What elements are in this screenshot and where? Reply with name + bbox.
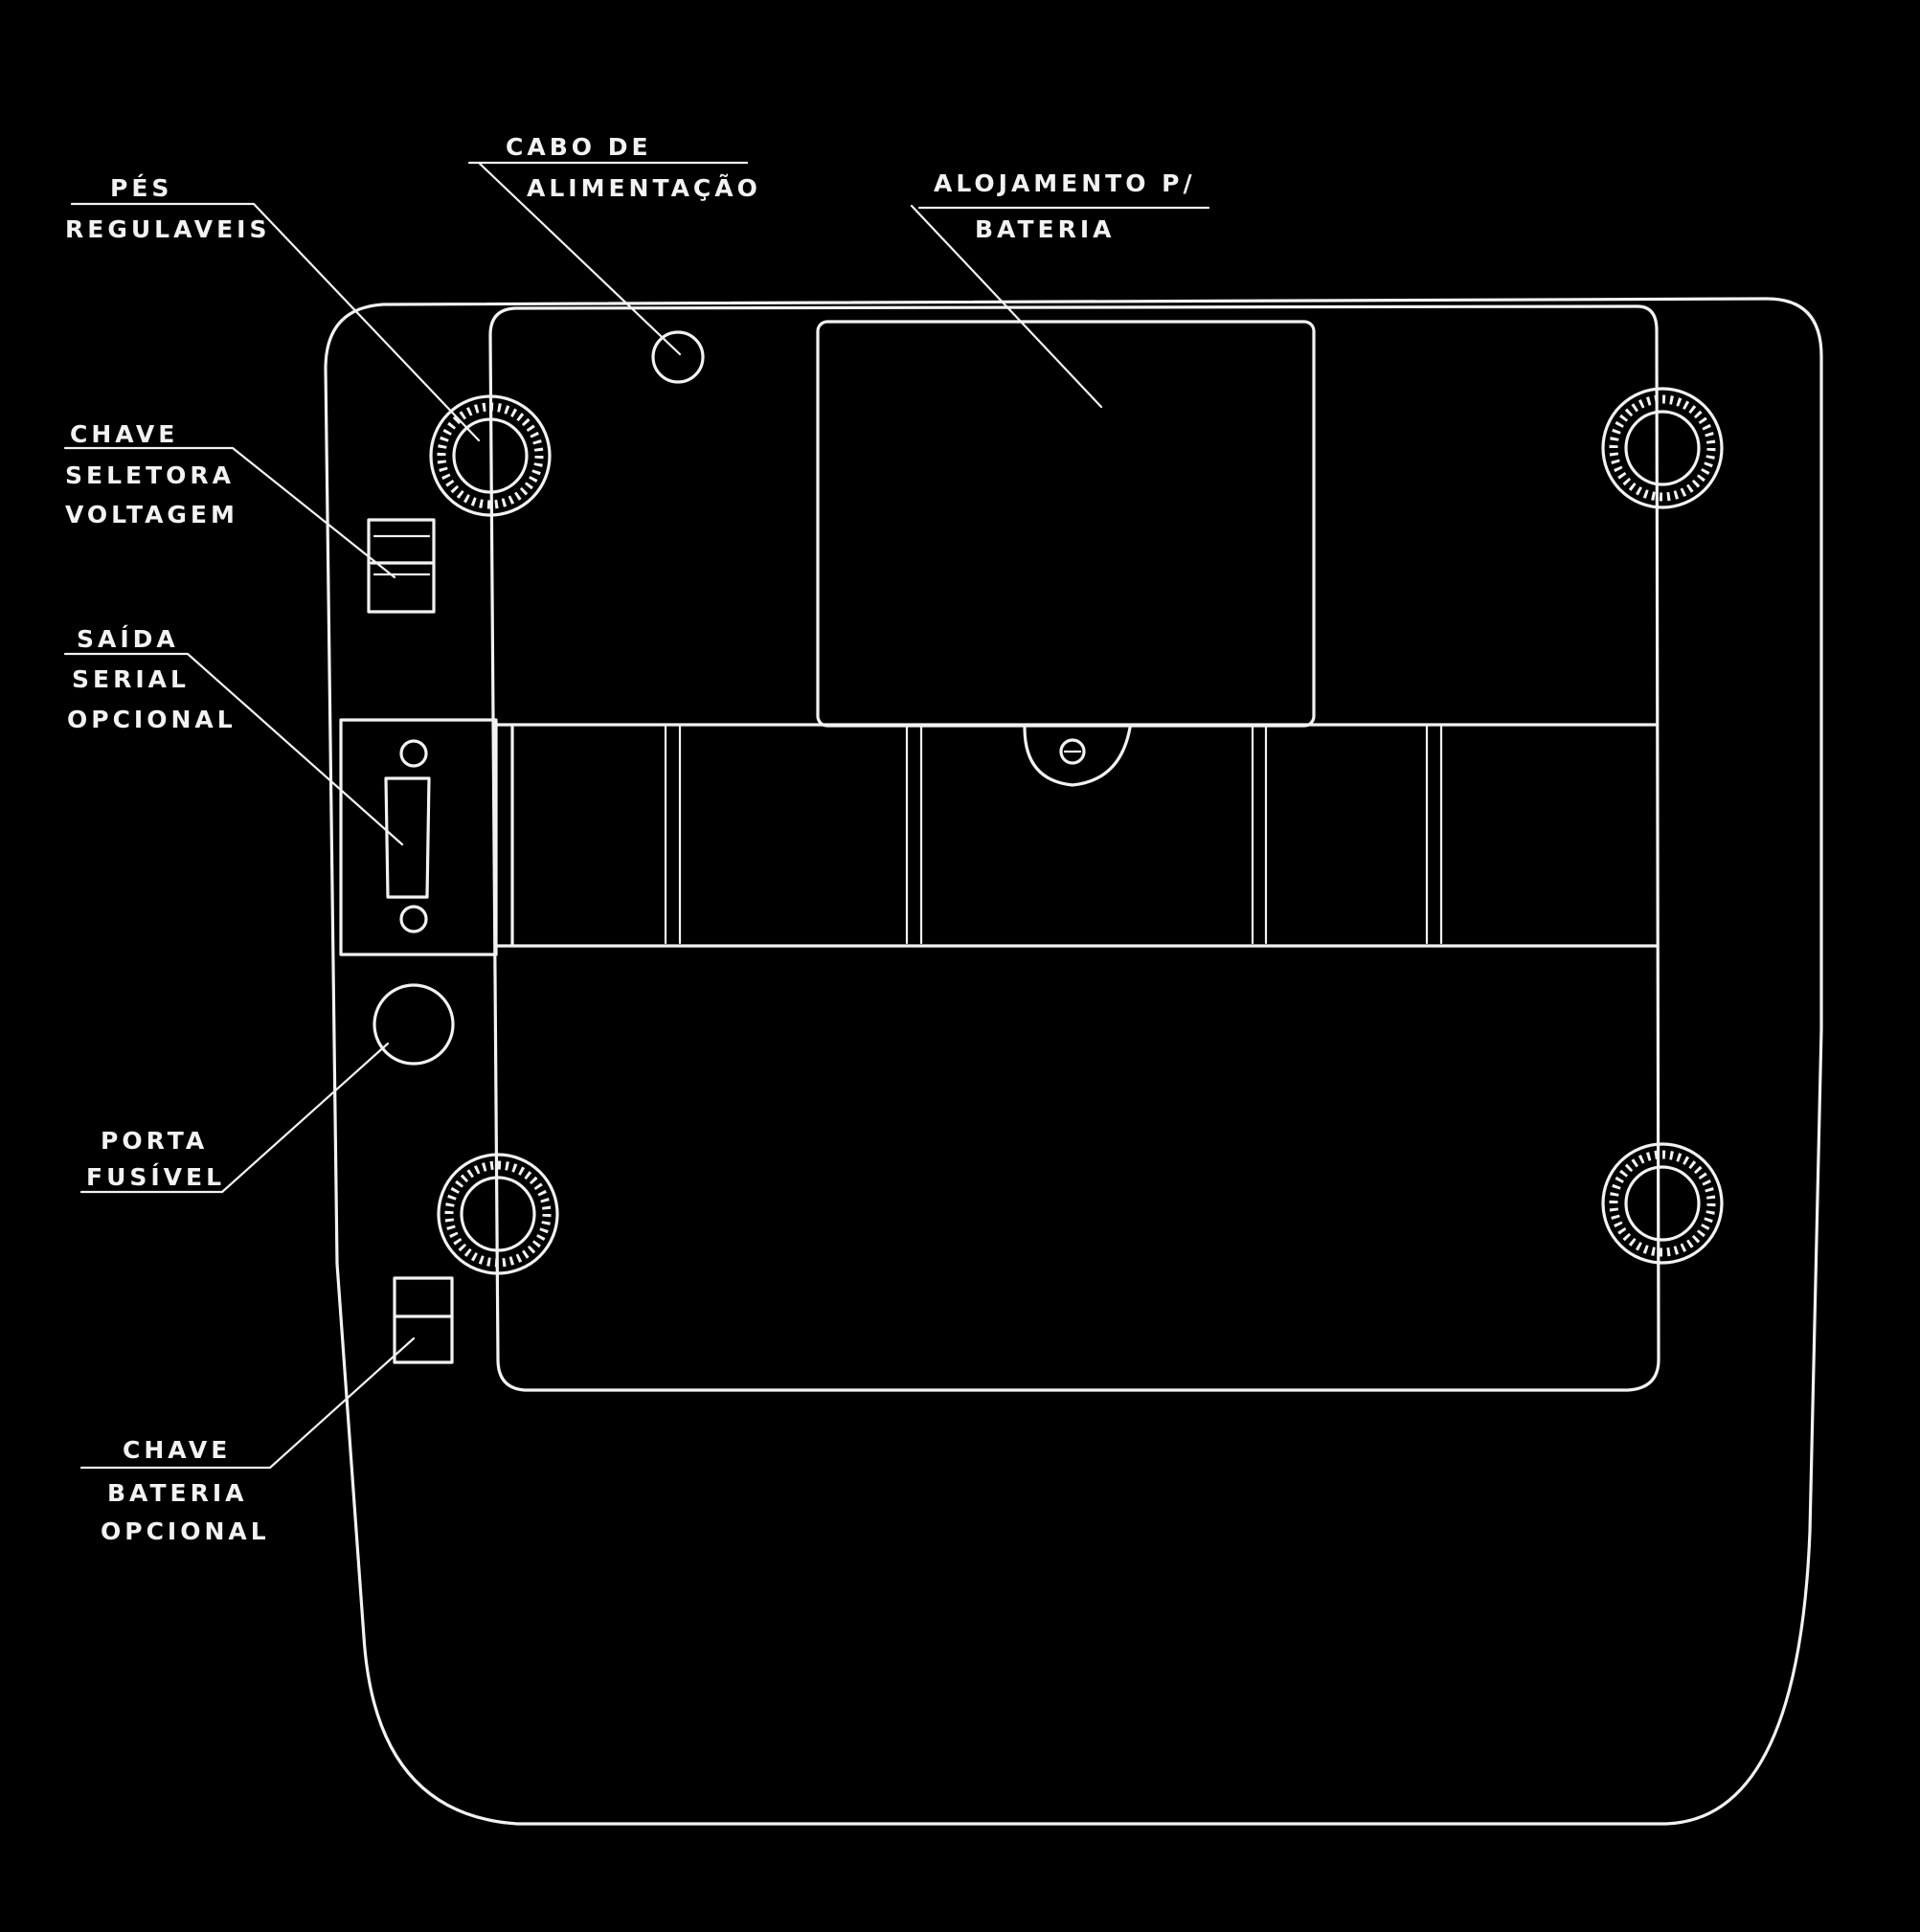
svg-text:BATERIA: BATERIA xyxy=(107,1479,248,1507)
svg-text:OPCIONAL: OPCIONAL xyxy=(67,706,237,733)
label-cabo-alimentacao: CABO DE ALIMENTAÇÃO xyxy=(506,133,761,202)
label-chave-bateria: CHAVE BATERIA OPCIONAL xyxy=(101,1436,270,1545)
svg-text:ALIMENTAÇÃO: ALIMENTAÇÃO xyxy=(527,174,761,202)
svg-text:BATERIA: BATERIA xyxy=(975,215,1116,243)
svg-text:PORTA: PORTA xyxy=(101,1127,208,1155)
svg-text:SELETORA: SELETORA xyxy=(65,461,235,489)
power-cable-grommet xyxy=(651,330,705,384)
adjustable-foot-bottom-right xyxy=(1601,1142,1724,1265)
battery-lid-latch xyxy=(1023,726,1132,787)
svg-text:OPCIONAL: OPCIONAL xyxy=(101,1517,270,1545)
inner-panel xyxy=(488,304,1660,1392)
leader-lines xyxy=(63,161,1210,1470)
serial-port-connector xyxy=(384,739,431,933)
adjustable-foot-top-right xyxy=(1601,387,1724,509)
label-chave-seletora: CHAVE SELETORA VOLTAGEM xyxy=(65,420,238,528)
battery-switch xyxy=(393,1276,454,1364)
svg-text:ALOJAMENTO P/: ALOJAMENTO P/ xyxy=(934,169,1196,197)
adjustable-foot-bottom-left xyxy=(437,1153,559,1275)
label-saida-serial: SAÍDA SERIAL OPCIONAL xyxy=(67,625,237,733)
housing-outline xyxy=(324,297,1823,1826)
voltage-selector-switch xyxy=(367,518,436,614)
svg-text:PÉS: PÉS xyxy=(110,174,172,202)
svg-text:REGULAVEIS: REGULAVEIS xyxy=(65,215,270,243)
label-porta-fusivel: PORTA FUSÍVEL xyxy=(86,1127,225,1191)
label-pes-regulaveis: PÉS REGULAVEIS xyxy=(65,174,270,243)
adjustable-foot-top-left xyxy=(429,394,552,517)
battery-compartment-lid xyxy=(816,320,1316,728)
svg-text:FUSÍVEL: FUSÍVEL xyxy=(86,1163,225,1191)
svg-text:SERIAL: SERIAL xyxy=(72,665,190,693)
rear-connector-strip xyxy=(339,718,1659,956)
label-alojamento-bateria: ALOJAMENTO P/ BATERIA xyxy=(934,169,1196,243)
svg-text:VOLTAGEM: VOLTAGEM xyxy=(65,501,238,528)
fuse-holder xyxy=(373,983,455,1066)
svg-text:CABO DE: CABO DE xyxy=(506,133,652,161)
svg-text:CHAVE: CHAVE xyxy=(123,1436,231,1464)
svg-text:SAÍDA: SAÍDA xyxy=(77,625,179,653)
svg-text:CHAVE: CHAVE xyxy=(70,420,178,448)
